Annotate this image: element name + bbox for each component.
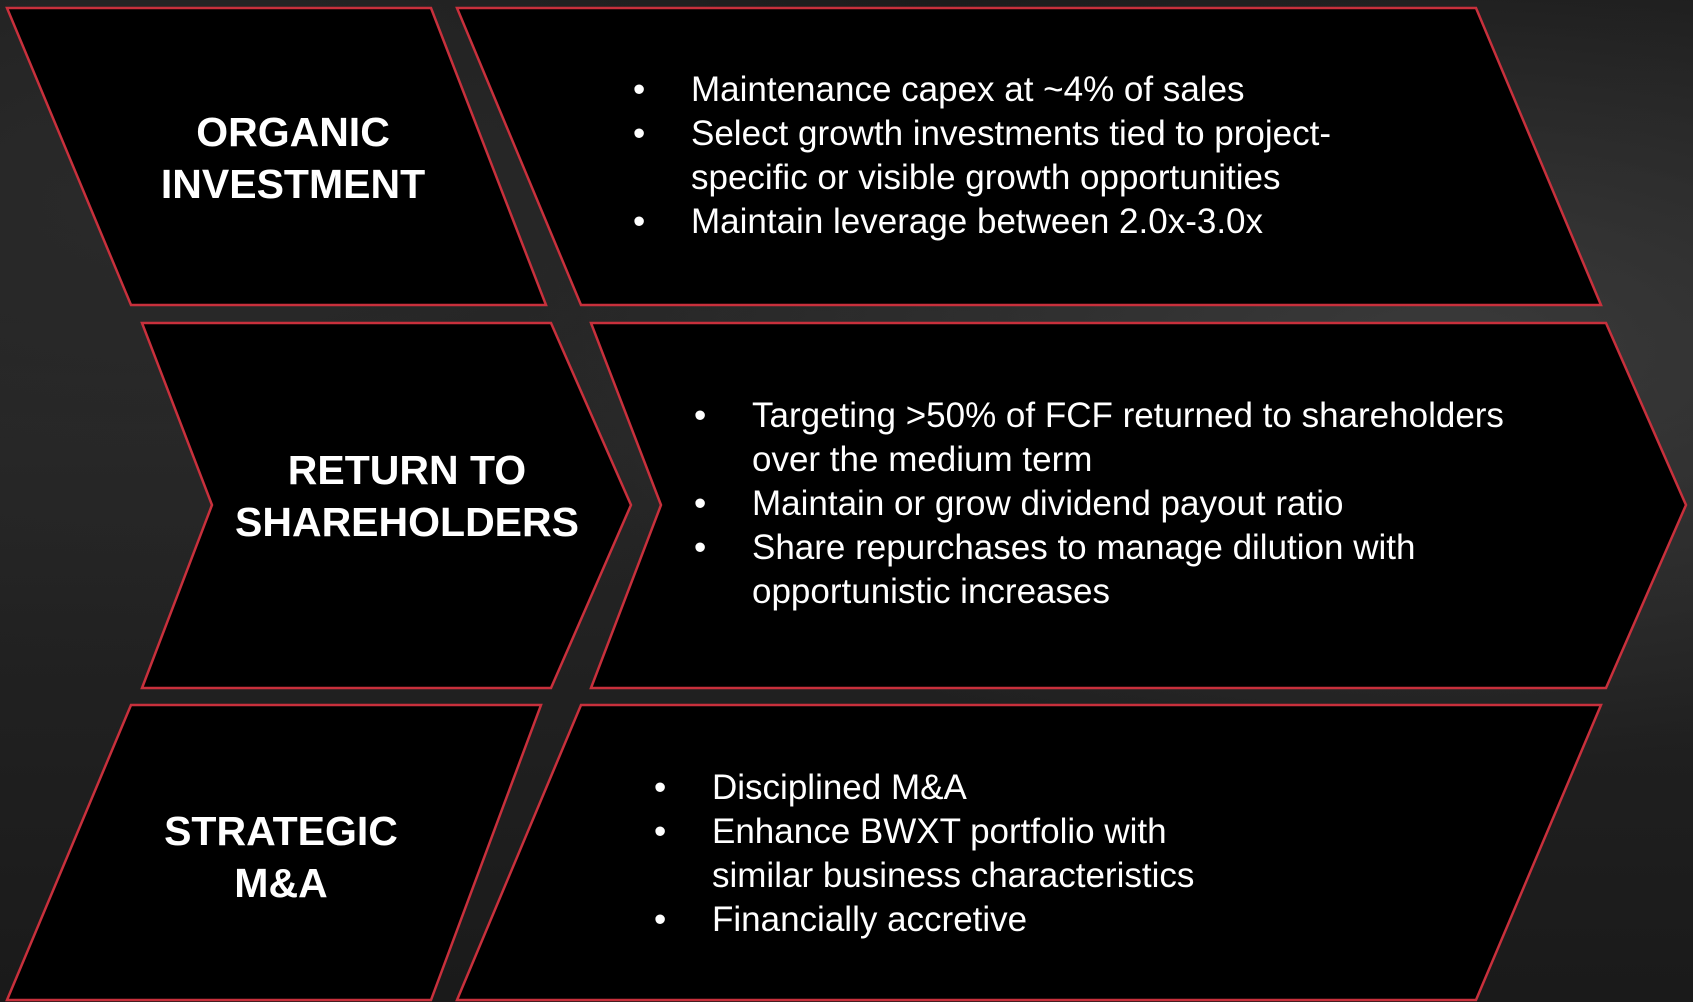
bullet-item: Enhance BWXT portfolio with similar busi… [654,810,1254,898]
strategic-ma-title-line-2: M&A [234,860,328,906]
organic-investment-title-line-2: INVESTMENT [160,161,426,207]
return-to-shareholders-label-shape [140,321,633,690]
organic-investment-title: ORGANIC INVESTMENT [161,106,425,210]
strategic-ma-title: STRATEGIC M&A [164,805,398,909]
bullet-item: Select growth investments tied to projec… [633,112,1393,200]
bullet-item: Maintain leverage between 2.0x-3.0x [633,200,1393,244]
organic-investment-title-line-1: ORGANIC [196,109,390,155]
bullet-item: Disciplined M&A [654,766,1254,810]
bullet-item: Financially accretive [654,898,1254,942]
return-to-shareholders-title: RETURN TO SHAREHOLDERS [235,444,579,548]
strategic-ma-label-shape [5,703,543,1002]
bullet-item: Maintenance capex at ~4% of sales [633,68,1393,112]
organic-investment-label-shape [5,6,548,307]
return-to-shareholders-title-line-2: SHAREHOLDERS [235,499,579,545]
strategic-ma-bullets: Disciplined M&A Enhance BWXT portfolio w… [654,766,1254,942]
return-to-shareholders-title-line-1: RETURN TO [287,447,527,493]
bullet-item: Targeting >50% of FCF returned to shareh… [694,394,1574,482]
organic-investment-bullets: Maintenance capex at ~4% of sales Select… [633,68,1393,244]
return-to-shareholders-bullets: Targeting >50% of FCF returned to shareh… [694,394,1574,614]
strategic-ma-title-line-1: STRATEGIC [164,808,398,854]
bullet-item: Share repurchases to manage dilution wit… [694,526,1574,614]
bullet-item: Maintain or grow dividend payout ratio [694,482,1574,526]
